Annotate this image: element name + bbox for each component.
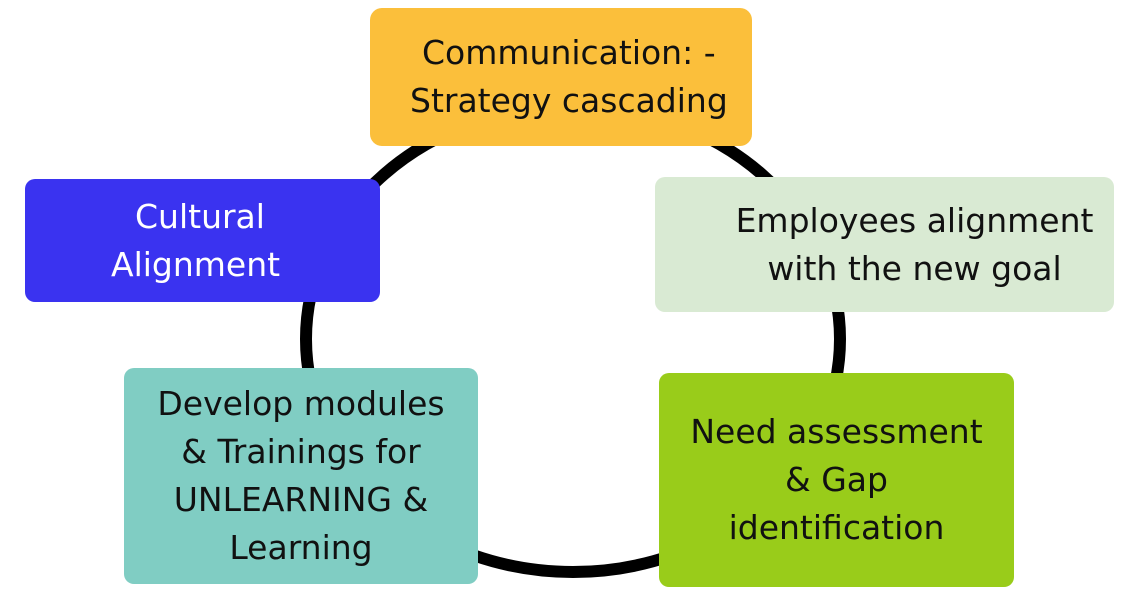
need-assessment-line-3: identification	[728, 508, 945, 547]
employees-alignment-line-1: Employees alignment	[735, 200, 1094, 240]
cultural-alignment-line-1: Cultural	[135, 196, 265, 236]
employees-alignment-box: Employees alignment with the new goal	[655, 177, 1114, 312]
develop-modules-line-3: UNLEARNING &	[173, 480, 429, 519]
cultural-alignment-line-2: Alignment	[111, 244, 281, 284]
develop-modules-line-4: Learning	[229, 528, 373, 567]
need-assessment-box: Need assessment & Gap identification	[659, 373, 1014, 587]
develop-modules-line-2: & Trainings for	[181, 432, 421, 471]
need-assessment-line-1: Need assessment	[690, 412, 983, 451]
need-assessment-line-2: & Gap	[785, 460, 888, 499]
develop-modules-box: Develop modules & Trainings for UNLEARNI…	[124, 368, 478, 584]
cultural-alignment-box: Cultural Alignment	[25, 179, 380, 302]
communication-line-1: Communication: -	[422, 33, 716, 72]
communication-line-2: Strategy cascading	[410, 81, 728, 120]
develop-modules-line-1: Develop modules	[157, 384, 445, 423]
communication-box: Communication: - Strategy cascading	[370, 8, 752, 146]
employees-alignment-line-2: with the new goal	[767, 248, 1062, 288]
